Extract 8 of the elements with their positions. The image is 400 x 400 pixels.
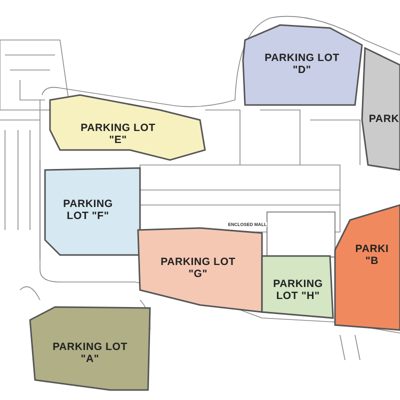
lot-name: PARKING LOT "F" bbox=[62, 198, 114, 222]
lot-name: PARKI "B bbox=[354, 243, 390, 267]
lot-name: PARKING LOT "G" bbox=[160, 256, 236, 280]
lot-name: PARKING LOT "E" bbox=[80, 122, 156, 146]
lot-name: PARK bbox=[368, 113, 400, 125]
lot-name: PARKING LOT "D" bbox=[264, 52, 340, 76]
lot-name: PARKING LOT "H" bbox=[272, 278, 324, 302]
lot-name: PARKING LOT "A" bbox=[52, 341, 128, 365]
